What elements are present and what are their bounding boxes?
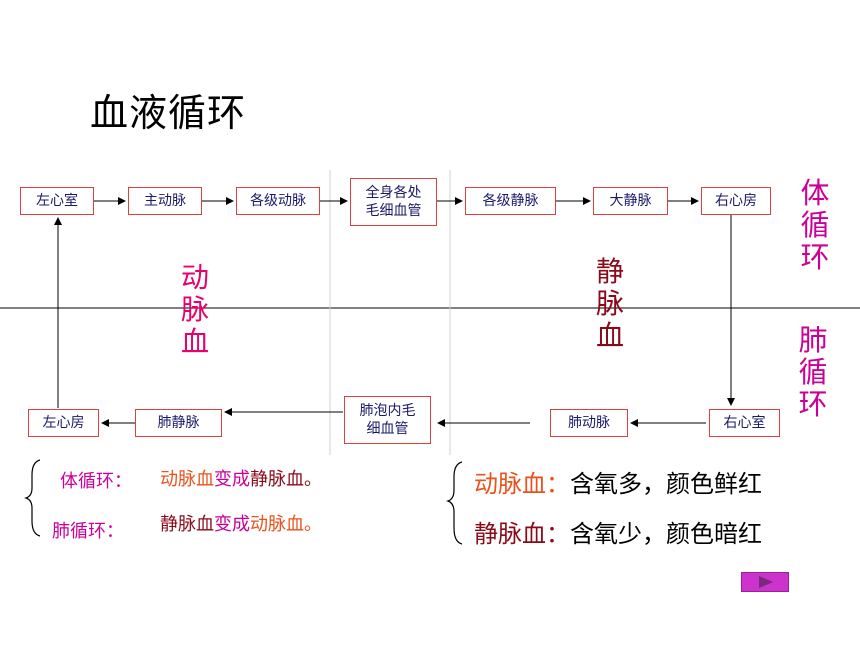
box-right-ventricle: 右心室 xyxy=(709,409,780,437)
box-pulmonary-vein: 肺静脉 xyxy=(135,409,222,437)
note-venous-desc: 含氧少，颜色暗红 xyxy=(570,520,762,548)
left-brace xyxy=(24,459,41,537)
box-right-atrium: 右心房 xyxy=(701,187,771,215)
note-systemic-name: 体循环： xyxy=(60,471,132,492)
page-title: 血液循环 xyxy=(90,91,247,135)
note-systemic-from: 动脉血 xyxy=(160,469,214,490)
note-arterial-desc: 含氧多，颜色鲜红 xyxy=(570,470,762,498)
note-pulmonary-verb: 变成 xyxy=(214,514,250,535)
label-systemic-circulation: 体循环 xyxy=(800,176,830,274)
label-venous-blood: 静脉血 xyxy=(595,255,624,352)
note-venous-name: 静脉血： xyxy=(474,520,570,548)
note-venous: 静脉血：含氧少，颜色暗红 xyxy=(474,514,762,549)
right-brace xyxy=(446,461,463,545)
label-pulmonary-circulation: 肺循环 xyxy=(798,323,828,421)
note-systemic-to: 静脉血。 xyxy=(250,469,322,490)
note-arterial-name: 动脉血： xyxy=(474,470,570,498)
note-systemic-verb: 变成 xyxy=(214,469,250,490)
note-pulmonary-to: 动脉血。 xyxy=(250,514,322,535)
label-arterial-blood: 动脉血 xyxy=(180,261,209,358)
box-left-ventricle: 左心室 xyxy=(20,187,94,215)
box-alveolar-capillaries: 肺泡内毛 细血管 xyxy=(344,396,431,444)
box-veins: 各级静脉 xyxy=(465,187,556,215)
note-systemic-text: 动脉血变成静脉血。 xyxy=(160,465,322,491)
note-pulmonary-name: 肺循环： xyxy=(52,521,124,542)
box-vena-cava: 大静脉 xyxy=(593,187,668,215)
next-slide-button[interactable] xyxy=(741,572,789,592)
box-aorta: 主动脉 xyxy=(128,187,202,215)
box-pulmonary-artery: 肺动脉 xyxy=(550,409,628,437)
play-icon xyxy=(759,576,773,588)
box-arteries: 各级动脉 xyxy=(236,187,320,215)
box-left-atrium: 左心房 xyxy=(28,409,99,437)
note-pulmonary-from: 静脉血 xyxy=(160,514,214,535)
note-pulmonary-text: 静脉血变成动脉血。 xyxy=(160,510,322,536)
box-body-capillaries: 全身各处 毛细血管 xyxy=(350,178,437,226)
note-arterial: 动脉血：含氧多，颜色鲜红 xyxy=(474,464,762,499)
